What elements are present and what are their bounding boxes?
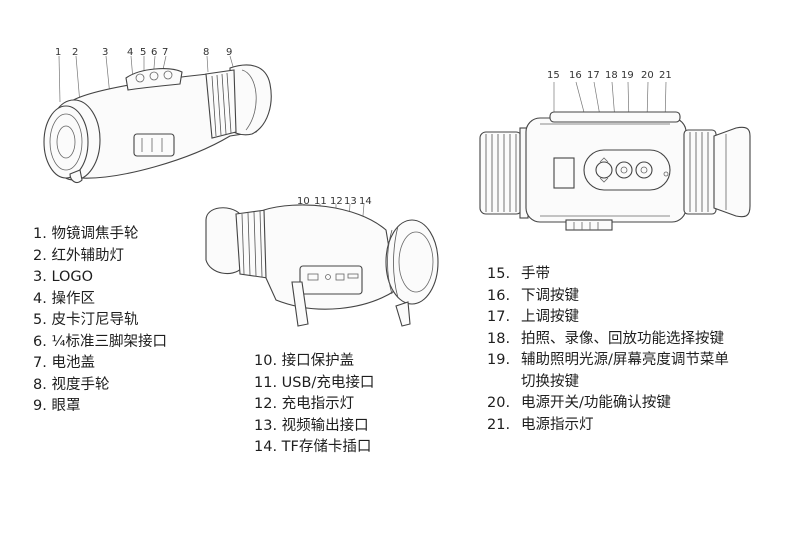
list-item: 5. 皮卡汀尼导轨 bbox=[33, 312, 139, 328]
list-item: 10. 接口保护盖 bbox=[254, 353, 355, 369]
item-text: 电源开关/功能确认按键 bbox=[521, 395, 671, 411]
item-number: 16. bbox=[487, 287, 511, 304]
list-item: 18. 拍照、录像、回放功能选择按键 bbox=[487, 329, 729, 351]
callout-16: 16 bbox=[569, 70, 582, 81]
callout-12: 12 bbox=[330, 196, 343, 207]
list-item: 17. 上调按键 bbox=[487, 307, 729, 329]
list-item: 16. 下调按键 bbox=[487, 286, 729, 308]
callout-1: 1 bbox=[55, 47, 62, 58]
callout-19: 19 bbox=[621, 70, 634, 81]
item-text: 手带 bbox=[521, 266, 550, 282]
monocular-top-view bbox=[479, 81, 751, 231]
item-number: 15. bbox=[487, 266, 511, 282]
callout-17: 17 bbox=[587, 70, 600, 81]
callout-14: 14 bbox=[359, 196, 372, 207]
monocular-side-view bbox=[43, 55, 272, 183]
item-number: 18. bbox=[487, 330, 511, 347]
item-number: 19. bbox=[487, 352, 511, 368]
list-item: 13. 视频输出接口 bbox=[254, 417, 369, 434]
callout-15: 15 bbox=[547, 70, 560, 81]
callout-18: 18 bbox=[605, 70, 618, 81]
callout-3: 3 bbox=[102, 47, 109, 58]
item-number: 17. bbox=[487, 309, 511, 325]
item-text: 拍照、录像、回放功能选择按键 bbox=[521, 330, 724, 347]
list-item: 1. 物镜调焦手轮 bbox=[33, 226, 139, 242]
item-number: 21. bbox=[487, 416, 511, 433]
item-text: 上调按键 bbox=[521, 309, 579, 325]
item-number: 20. bbox=[487, 395, 511, 411]
list-item: 4. 操作区 bbox=[33, 290, 95, 307]
list-item: 19. 辅助照明光源/屏幕亮度调节菜单 bbox=[487, 350, 729, 372]
list-item: 8. 视度手轮 bbox=[33, 376, 110, 393]
list-item: 7. 电池盖 bbox=[33, 355, 95, 371]
item-text: 辅助照明光源/屏幕亮度调节菜单 bbox=[521, 352, 729, 368]
middle-parts-list: 10. 接口保护盖 11. USB/充电接口 12. 充电指示灯 13. 视频输… bbox=[254, 351, 374, 459]
list-item: 11. USB/充电接口 bbox=[254, 374, 375, 391]
list-item: 9. 眼罩 bbox=[33, 398, 81, 414]
list-item: 2. 红外辅助灯 bbox=[33, 247, 124, 264]
callout-4: 4 bbox=[127, 47, 134, 58]
right-parts-list: 15.手带 16.下调按键 17.上调按键 18.拍照、录像、回放功能选择按键 … bbox=[487, 264, 729, 436]
callout-2: 2 bbox=[72, 47, 79, 58]
callout-21: 21 bbox=[659, 70, 672, 81]
list-item: 12. 充电指示灯 bbox=[254, 396, 355, 412]
callout-8: 8 bbox=[203, 47, 210, 58]
callout-20: 20 bbox=[641, 70, 654, 81]
list-item-continuation: 切换按键 bbox=[521, 373, 579, 390]
list-item: 6. ¼标准三脚架接口 bbox=[33, 333, 167, 350]
item-text: 电源指示灯 bbox=[521, 416, 594, 433]
monocular-port-view bbox=[205, 203, 439, 327]
left-parts-list: 1. 物镜调焦手轮 2. 红外辅助灯 3. LOGO 4. 操作区 5. 皮卡汀… bbox=[33, 224, 167, 418]
callout-7: 7 bbox=[162, 47, 169, 58]
item-text: 下调按键 bbox=[521, 287, 579, 304]
list-item: 3. LOGO bbox=[33, 269, 94, 285]
callout-9: 9 bbox=[226, 47, 233, 58]
list-item: 15. 手带 bbox=[487, 264, 729, 286]
callout-13: 13 bbox=[344, 196, 357, 207]
callout-11: 11 bbox=[314, 196, 327, 207]
list-item: 21. 电源指示灯 bbox=[487, 415, 729, 437]
list-item: 20. 电源开关/功能确认按键 bbox=[487, 393, 729, 415]
callout-10: 10 bbox=[297, 196, 310, 207]
callout-6: 6 bbox=[151, 47, 158, 58]
callout-5: 5 bbox=[140, 47, 147, 58]
list-item: 14. TF存储卡插口 bbox=[254, 439, 372, 455]
